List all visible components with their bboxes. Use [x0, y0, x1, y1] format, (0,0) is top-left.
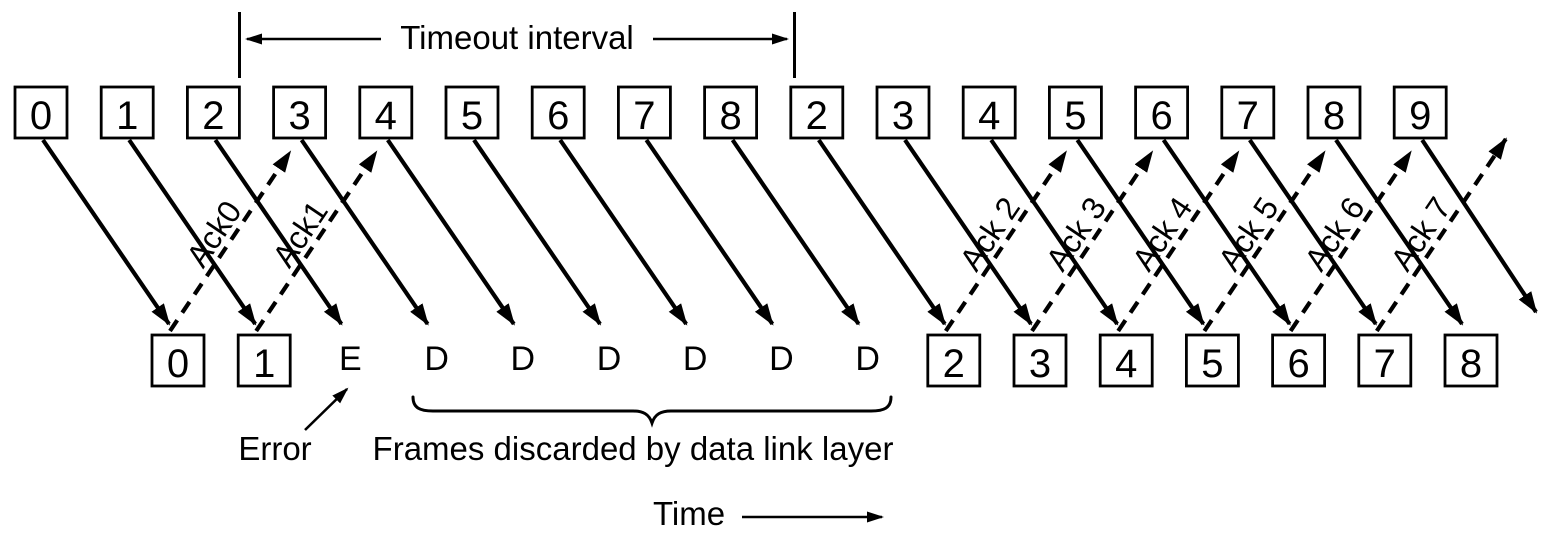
sender-frame-label: 7	[1237, 94, 1259, 138]
data-frame-arrow	[558, 138, 688, 326]
data-frame-arrow	[644, 138, 775, 326]
data-frame-arrow	[127, 138, 257, 326]
sender-frame-box	[789, 85, 845, 140]
ack-arrow	[1375, 137, 1508, 333]
receiver-frame-box	[1012, 333, 1068, 388]
data-frame-arrow	[903, 138, 1033, 326]
receiver-discard-letter: D	[683, 340, 708, 378]
data-frame-arrow	[1075, 138, 1206, 326]
discard-brace	[411, 395, 893, 428]
sender-frame-label: 6	[1150, 94, 1172, 138]
sender-frame-box	[1048, 85, 1103, 140]
data-frame-arrow	[817, 138, 947, 326]
receiver-frame-box	[1098, 333, 1154, 388]
receiver-frame-label: 7	[1374, 342, 1396, 386]
sender-frame-label: 6	[547, 94, 569, 138]
sender-frame-box	[875, 85, 931, 140]
ack-arrow	[254, 150, 378, 333]
sender-frame-box	[13, 85, 69, 140]
sender-frame-box	[961, 85, 1017, 140]
sender-frame-box	[530, 85, 586, 140]
sender-frame-label: 8	[1323, 94, 1345, 138]
sender-frame-label: 2	[806, 94, 828, 138]
ack-arrow	[1202, 150, 1327, 333]
sender-frame-label: 9	[1409, 94, 1431, 138]
ack-label: Ack 7	[1383, 191, 1458, 277]
data-frame-arrow	[386, 138, 516, 326]
ack-arrow	[168, 150, 292, 333]
sender-frame-label: 1	[116, 94, 138, 138]
ack-label: Ack 2	[952, 191, 1027, 277]
frames-discarded-label: Frames discarded by data link layer	[373, 430, 894, 467]
data-frame-arrow	[1161, 138, 1292, 326]
sender-frame-box	[703, 85, 758, 140]
receiver-frame-label: 8	[1460, 342, 1482, 386]
ack-label: Ack1	[265, 194, 335, 273]
receiver-discard-letter: D	[597, 340, 622, 378]
time-label: Time	[653, 495, 725, 532]
sender-frame-box	[358, 85, 414, 140]
ack-arrow	[944, 150, 1068, 333]
ack-arrow	[1116, 150, 1240, 333]
sender-frame-box	[444, 85, 500, 140]
receiver-frame-label: 0	[167, 342, 189, 386]
sender-frame-box	[99, 85, 155, 140]
receiver-frame-box	[1271, 333, 1326, 388]
receiver-frame-label: 3	[1029, 342, 1051, 386]
ack-label: Ack 6	[1297, 191, 1372, 277]
sender-frame-label: 3	[892, 94, 914, 138]
timeout-interval-label: Timeout interval	[400, 19, 634, 56]
ack-label: Ack 4	[1125, 191, 1200, 277]
data-frame-arrow	[1334, 138, 1464, 326]
sender-frame-label: 8	[719, 94, 741, 138]
sender-frame-box	[1392, 85, 1448, 140]
receiver-discard-letter: D	[424, 340, 449, 378]
sender-frame-box	[1134, 85, 1189, 140]
sender-frame-label: 3	[288, 94, 310, 138]
receiver-frame-label: 6	[1287, 342, 1309, 386]
receiver-discard-letter: D	[769, 340, 794, 378]
sender-frame-box	[185, 85, 241, 140]
error-label: Error	[238, 430, 311, 467]
receiver-frame-box	[236, 333, 292, 388]
error-arrow	[304, 387, 349, 431]
sender-frame-label: 4	[978, 94, 1000, 138]
ack-label: Ack 3	[1039, 191, 1114, 277]
receiver-frame-box	[926, 333, 982, 388]
ack-arrow	[1288, 150, 1413, 333]
sender-frame-label: 0	[30, 94, 52, 138]
data-frame-arrow	[472, 138, 602, 326]
sender-frame-box	[1220, 85, 1276, 140]
ack-arrow	[1030, 150, 1154, 333]
receiver-frame-label: 4	[1115, 342, 1137, 386]
sender-frame-label: 5	[461, 94, 483, 138]
data-frame-arrow	[1420, 138, 1538, 314]
receiver-frame-label: 5	[1201, 342, 1223, 386]
receiver-frame-box	[150, 333, 206, 388]
receiver-discard-letter: D	[511, 340, 536, 378]
ack-label: Ack 5	[1211, 191, 1286, 277]
data-frame-arrow	[41, 138, 171, 326]
data-frame-arrow	[1248, 138, 1378, 326]
data-frame-arrow	[299, 138, 430, 326]
sender-frame-label: 7	[633, 94, 655, 138]
sender-frame-label: 2	[202, 94, 224, 138]
receiver-frame-box	[1443, 333, 1499, 388]
receiver-frame-label: 1	[253, 342, 275, 386]
sender-frame-label: 5	[1064, 94, 1086, 138]
data-frame-arrow	[730, 138, 861, 326]
receiver-discard-letter: D	[855, 340, 880, 378]
ack-label: Ack0	[179, 194, 249, 273]
receiver-error-letter: E	[339, 340, 362, 378]
sender-frame-box	[272, 85, 328, 140]
sender-frame-box	[617, 85, 672, 140]
data-frame-arrow	[213, 138, 344, 326]
data-frame-arrow	[989, 138, 1119, 326]
sender-frame-box	[1306, 85, 1362, 140]
receiver-frame-label: 2	[943, 342, 965, 386]
receiver-frame-box	[1357, 333, 1413, 388]
sender-frame-label: 4	[375, 94, 397, 138]
receiver-frame-box	[1185, 333, 1240, 388]
